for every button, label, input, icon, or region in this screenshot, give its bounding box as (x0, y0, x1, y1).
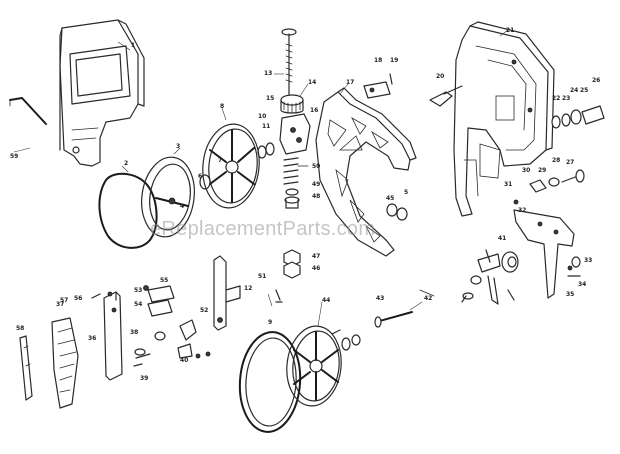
callout-55: 55 (160, 277, 168, 284)
callout-1: 1 (131, 42, 135, 49)
callout-49: 49 (312, 181, 320, 188)
callout-36: 36 (88, 335, 96, 342)
hex-key (9, 97, 47, 125)
lower-spoked-wheel (286, 325, 342, 407)
lower-blade-guide (51, 317, 79, 409)
callout-46: 46 (312, 265, 320, 272)
callout-48: 48 (312, 193, 320, 200)
callout-26: 26 (592, 77, 600, 84)
lower-support-post (213, 255, 241, 331)
callout-38: 38 (130, 329, 138, 336)
callout-12: 12 (244, 285, 252, 292)
callout-30: 30 (522, 167, 530, 174)
callout-28: 28 (552, 157, 560, 164)
callout-34: 34 (578, 281, 586, 288)
spring-hardware (284, 188, 300, 209)
callout-44: 44 (322, 297, 330, 304)
guide-block-hardware (513, 169, 585, 205)
callout-56: 56 (74, 295, 82, 302)
callout-57: 57 (60, 297, 68, 304)
callout-53: 53 (134, 287, 142, 294)
callout-20: 20 (436, 73, 444, 80)
callout-24: 24 (570, 87, 578, 94)
callout-14: 14 (308, 79, 316, 86)
callout-42: 42 (424, 295, 432, 302)
lower-tire (238, 331, 302, 433)
leader-lines (13, 29, 509, 327)
callout-50: 50 (312, 163, 320, 170)
c-arm-frame (315, 87, 417, 257)
drive-belt (98, 172, 158, 249)
callout-37: 37 (56, 301, 64, 308)
callout-25: 25 (580, 87, 588, 94)
callout-52: 52 (200, 307, 208, 314)
callout-19: 19 (390, 57, 398, 64)
tension-screw (281, 28, 297, 97)
center-left-bracket (143, 285, 175, 317)
thin-strip (19, 335, 33, 401)
callout-39: 39 (140, 375, 148, 382)
callout-5: 5 (404, 189, 408, 196)
blade-guard-clip (429, 85, 463, 107)
small-pins (91, 289, 281, 301)
saw-housing (453, 21, 555, 217)
upper-wheel-spacers (199, 142, 275, 190)
callout-43: 43 (376, 295, 384, 302)
bracket-hardware (567, 256, 581, 277)
callout-35: 35 (566, 291, 574, 298)
upper-pulley-wheel (141, 156, 195, 238)
frame-bushings (386, 203, 408, 221)
lower-wheel-hardware (275, 301, 361, 351)
callout-59: 59 (10, 153, 18, 160)
watermark-text: eReplacementParts.com (150, 218, 376, 240)
upper-wheel-cover (59, 19, 145, 167)
callout-3: 3 (176, 143, 180, 150)
callout-10: 10 (258, 113, 266, 120)
callout-15: 15 (266, 95, 274, 102)
callout-13: 13 (264, 70, 272, 77)
top-plate (363, 73, 393, 99)
callout-51: 51 (258, 273, 266, 280)
lower-guide-assembly (133, 319, 211, 367)
callout-17: 17 (346, 79, 354, 86)
callout-47: 47 (312, 253, 320, 260)
callout-41: 41 (498, 235, 506, 242)
callout-33: 33 (584, 257, 592, 264)
tension-knob (280, 94, 304, 114)
lower-shaft (374, 289, 435, 328)
left-guide-post (103, 291, 123, 381)
callout-numbers: 1 2 3 4 5 6 7 8 9 10 11 12 13 14 15 16 1… (10, 27, 600, 382)
callout-29: 29 (538, 167, 546, 174)
wheel-hinge-bracket (279, 113, 311, 155)
guide-roller-assembly (461, 249, 519, 305)
callout-6: 6 (198, 173, 202, 180)
callout-2: 2 (124, 160, 128, 167)
callout-45: 45 (386, 195, 394, 202)
callout-27: 27 (566, 159, 574, 166)
center-nuts (283, 249, 301, 279)
adjust-knob-assembly (551, 105, 605, 129)
callout-7: 7 (218, 157, 222, 164)
callout-22: 22 (552, 95, 560, 102)
callout-11: 11 (262, 123, 270, 130)
callout-23: 23 (562, 95, 570, 102)
blade-guide-bracket (513, 209, 575, 299)
callout-9: 9 (268, 319, 272, 326)
callout-54: 54 (134, 301, 142, 308)
callout-31: 31 (504, 181, 512, 188)
callout-4: 4 (180, 203, 184, 210)
callout-32: 32 (518, 207, 526, 214)
callout-58: 58 (16, 325, 24, 332)
callout-40: 40 (180, 357, 188, 364)
callout-16: 16 (310, 107, 318, 114)
callout-18: 18 (374, 57, 382, 64)
tension-spring (283, 157, 309, 185)
upper-spoked-wheel (202, 123, 260, 209)
callout-8: 8 (220, 103, 224, 110)
callout-21: 21 (506, 27, 514, 34)
